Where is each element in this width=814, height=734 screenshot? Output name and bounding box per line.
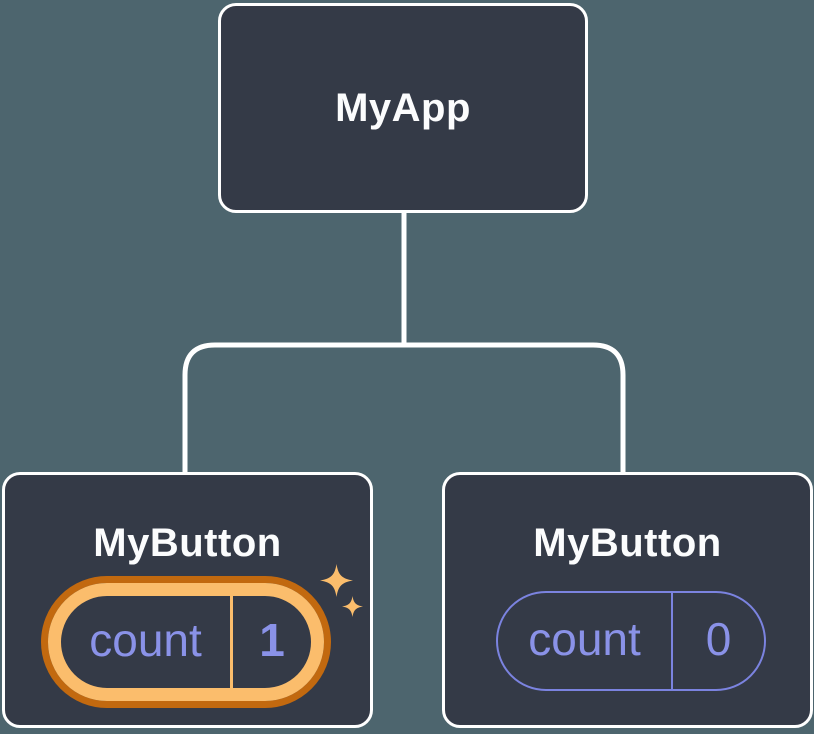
state-value-cell: 1: [230, 596, 311, 688]
state-badge-highlighted: count 1: [41, 576, 331, 708]
state-value-label: 0: [705, 613, 732, 665]
state-name-label: count: [528, 613, 641, 665]
state-value-cell: 0: [671, 593, 764, 689]
node-myapp-label: MyApp: [335, 85, 471, 130]
node-mybutton-second-label: MyButton: [533, 521, 722, 565]
state-name-label: count: [89, 614, 202, 666]
state-badge-highlighted-inner: count 1: [48, 583, 324, 701]
node-mybutton-second: MyButton count 0: [442, 472, 813, 728]
node-mybutton-first-label: MyButton: [93, 521, 282, 565]
node-myapp: MyApp: [218, 3, 588, 213]
node-mybutton-first: MyButton count 1: [2, 472, 373, 728]
state-value-label: 1: [259, 614, 285, 666]
state-name-cell: count: [61, 596, 230, 688]
state-name-cell: count: [498, 593, 671, 689]
state-badge-plain: count 0: [496, 591, 766, 691]
